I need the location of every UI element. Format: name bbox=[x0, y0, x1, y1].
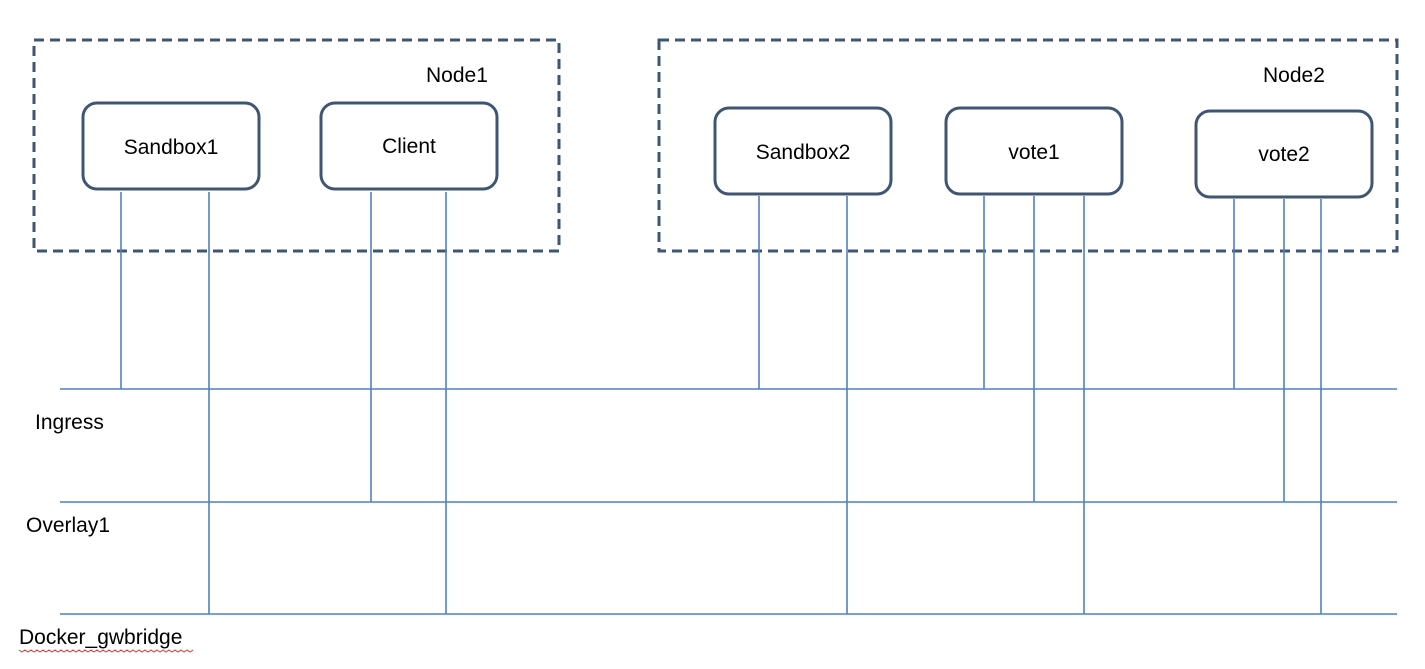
vote2-label: vote2 bbox=[1258, 143, 1309, 166]
vote2-box bbox=[1194, 109, 1374, 199]
docker-gwbridge-label: Docker_gwbridge bbox=[19, 626, 182, 649]
container-sandbox2: Sandbox2 bbox=[713, 106, 893, 196]
spellcheck-underline bbox=[18, 649, 194, 653]
container-vote1: vote1 bbox=[944, 106, 1124, 196]
node1-title: Node1 bbox=[426, 64, 488, 87]
sandbox2-label: Sandbox2 bbox=[756, 141, 851, 164]
vote1-box bbox=[944, 106, 1124, 196]
node2-title: Node2 bbox=[1263, 64, 1325, 87]
container-vote2: vote2 bbox=[1194, 109, 1374, 199]
vote1-label: vote1 bbox=[1008, 141, 1059, 164]
sandbox1-box bbox=[81, 101, 261, 191]
overlay1-label: Overlay1 bbox=[26, 514, 110, 537]
client-label: Client bbox=[382, 135, 436, 158]
container-client: Client bbox=[319, 101, 499, 191]
node1-frame bbox=[32, 38, 561, 253]
node2-frame bbox=[657, 38, 1399, 253]
sandbox2-box bbox=[713, 106, 893, 196]
sandbox1-label: Sandbox1 bbox=[124, 136, 219, 159]
client-box bbox=[319, 101, 499, 191]
container-sandbox1: Sandbox1 bbox=[81, 101, 261, 191]
ingress-label: Ingress bbox=[35, 411, 104, 434]
